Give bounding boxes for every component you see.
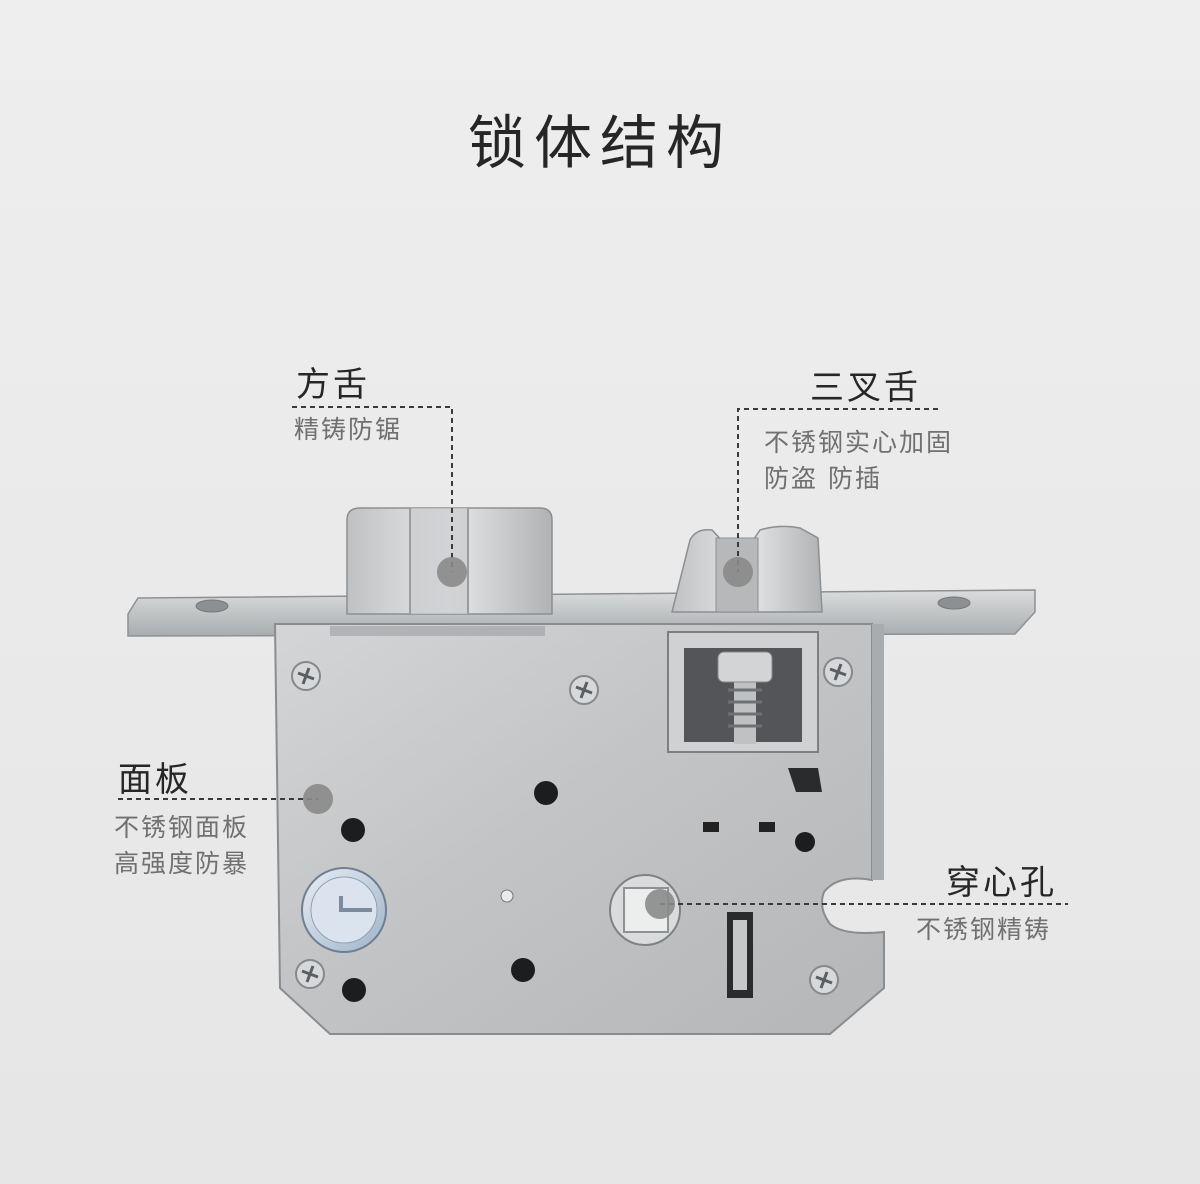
leader-line-latch — [737, 408, 938, 572]
marker-latch — [723, 557, 753, 587]
latch-mechanism-window — [667, 631, 819, 753]
callout-markers — [303, 557, 753, 919]
marker-panel — [303, 784, 333, 814]
callout-spindle-hole-desc: 不锈钢精铸 — [916, 912, 1051, 948]
callout-square-bolt-desc: 精铸防锯 — [294, 412, 402, 448]
callout-desc-line: 精铸防锯 — [294, 415, 403, 444]
screw — [809, 965, 839, 995]
case-screws — [291, 657, 853, 995]
screw — [291, 661, 321, 691]
screw — [295, 959, 325, 989]
callout-desc-line: 防盗 防插 — [764, 464, 882, 493]
callout-desc-line: 不锈钢精铸 — [916, 915, 1052, 944]
case-holes — [341, 768, 822, 1002]
callout-latch-desc: 不锈钢实心加固 防盗 防插 — [764, 425, 953, 497]
key-cylinder — [301, 867, 387, 953]
screw — [569, 675, 599, 705]
callout-latch-title: 三叉舌 — [810, 368, 921, 408]
callout-desc-line: 不锈钢实心加固 — [764, 428, 954, 457]
screw — [823, 657, 853, 687]
callout-panel-desc: 不锈钢面板 高强度防暴 — [114, 810, 249, 882]
callout-spindle-hole-title: 穿心孔 — [946, 863, 1057, 903]
page-title: 锁体结构 — [467, 109, 732, 177]
callout-desc-line: 高强度防暴 — [114, 849, 250, 878]
leader-lines — [118, 406, 1068, 905]
leader-line-square-bolt — [292, 406, 453, 572]
marker-spindle — [645, 889, 675, 919]
callout-square-bolt-title: 方舌 — [296, 365, 370, 405]
callout-desc-line: 不锈钢面板 — [114, 813, 250, 842]
marker-square-bolt — [437, 557, 467, 587]
callout-panel-title: 面板 — [118, 760, 192, 800]
